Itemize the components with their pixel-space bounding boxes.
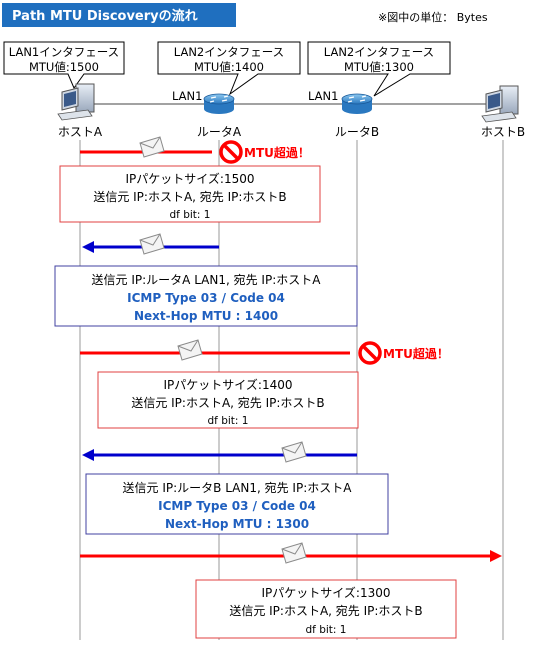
arrowhead [82,241,94,253]
lan1-label-router-a: LAN1 [172,89,202,103]
arrowhead [490,550,502,562]
prohibited-icon [358,341,382,365]
callout-router-b-lan2: LAN2インタフェース MTU値:1300 [307,41,451,97]
packet-envelope-icon [281,441,307,463]
packet-info-box-3: IPパケットサイズ:1300 送信元 IP:ホストA, 宛先 IP:ホストB d… [195,579,457,639]
arrowhead [82,449,94,461]
callout-line: MTU値:1500 [29,60,99,74]
box-line: ICMP Type 03 / Code 04 [127,291,285,305]
box-line: 送信元 IP:ルータB LAN1, 宛先 IP:ホストA [123,480,353,495]
packet-info-box-1: IPパケットサイズ:1500 送信元 IP:ホストA, 宛先 IP:ホストB d… [59,165,321,223]
lan1-label-router-b: LAN1 [308,89,338,103]
callout-line: LAN2インタフェース [174,45,284,59]
box-line: IPパケットサイズ:1400 [164,377,293,392]
title-bar [2,3,236,27]
label-router-b: ルータB [335,125,379,139]
callout-line: LAN2インタフェース [324,45,434,59]
box-line: Next-Hop MTU : 1400 [134,309,278,323]
label-host-a: ホストA [58,125,103,139]
packet-envelope-icon [139,136,165,158]
router-a-icon [203,93,235,114]
box-line: IPパケットサイズ:1300 [262,585,391,600]
box-line: 送信元 IP:ホストA, 宛先 IP:ホストB [229,603,422,618]
box-line: ICMP Type 03 / Code 04 [158,499,316,513]
icmp-info-box-1: 送信元 IP:ルータA LAN1, 宛先 IP:ホストA ICMP Type 0… [54,265,358,327]
callout-line: MTU値:1300 [344,60,414,74]
box-line: 送信元 IP:ホストA, 宛先 IP:ホストB [93,189,286,204]
prohibited-icon [219,140,243,164]
callout-host-a-lan1: LAN1インタフェース MTU値:1500 [3,41,125,90]
box-line: IPパケットサイズ:1500 [126,171,255,186]
box-line: df bit: 1 [170,209,211,221]
callout-router-a-lan2: LAN2インタフェース MTU値:1400 [157,41,301,96]
label-host-b: ホストB [481,125,525,139]
packet-envelope-icon [177,339,203,361]
mtu-exceeded-label: MTU超過！ [383,346,449,361]
host-b-pc-icon [481,85,519,123]
packet-envelope-icon [281,542,307,564]
packet-envelope-icon [139,233,165,255]
unit-note: ※図中の単位： Bytes [378,10,488,24]
box-line: Next-Hop MTU : 1300 [165,517,309,531]
callout-line: MTU値:1400 [194,60,264,74]
box-line: df bit: 1 [306,624,347,636]
host-a-pc-icon [57,83,95,121]
router-b-icon [341,93,373,114]
callout-line: LAN1インタフェース [9,45,119,59]
packet-info-box-2: IPパケットサイズ:1400 送信元 IP:ホストA, 宛先 IP:ホストB d… [97,371,359,429]
label-router-a: ルータA [197,125,242,139]
diagram-title: Path MTU Discoveryの流れ [12,8,198,24]
box-line: 送信元 IP:ルータA LAN1, 宛先 IP:ホストA [92,272,322,287]
box-line: df bit: 1 [208,415,249,427]
icmp-info-box-2: 送信元 IP:ルータB LAN1, 宛先 IP:ホストA ICMP Type 0… [85,473,389,535]
mtu-exceeded-label: MTU超過！ [244,145,310,160]
box-line: 送信元 IP:ホストA, 宛先 IP:ホストB [131,395,324,410]
